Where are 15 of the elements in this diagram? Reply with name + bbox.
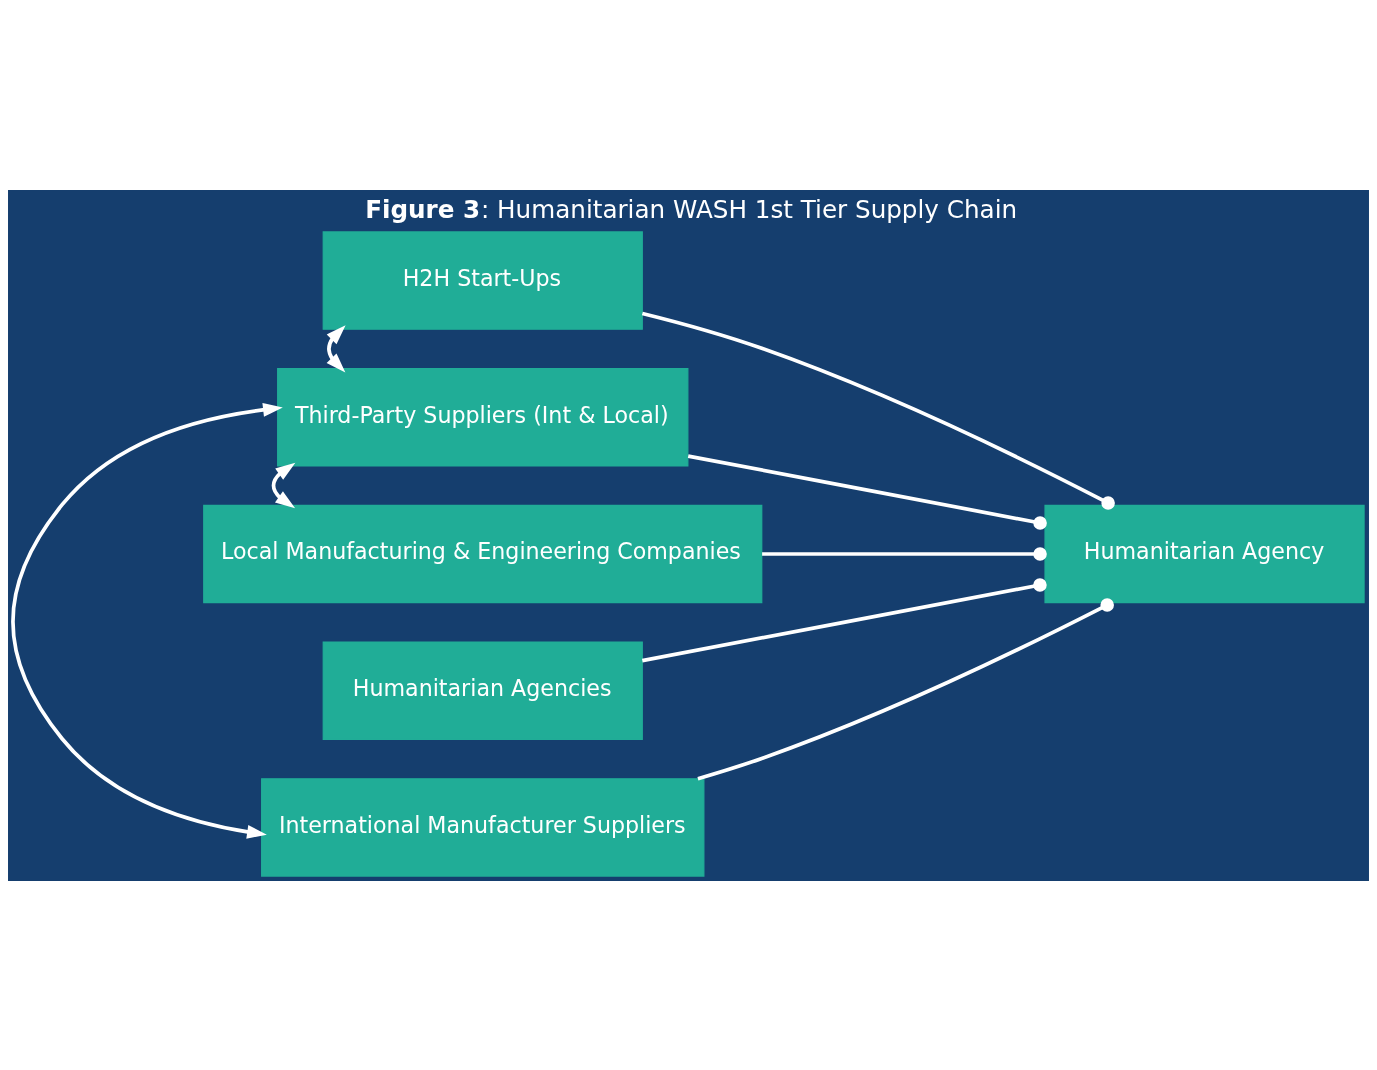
connector [641, 311, 1115, 510]
diagram-title: Figure 3: Humanitarian WASH 1st Tier Supply Chain [365, 194, 1018, 224]
connector [762, 546, 1047, 561]
arrow [11, 402, 283, 839]
node-box: Humanitarian Agencies [322, 640, 643, 740]
connector [641, 577, 1047, 662]
node-box: International Manufacturer Suppliers [261, 777, 705, 877]
node-box: Humanitarian Agency [1044, 504, 1365, 603]
node-box: Local Manufacturing & Engineering Companies [203, 504, 763, 603]
arrow [326, 324, 346, 372]
node-box: Third-Party Suppliers (Int & Local) [277, 367, 689, 467]
connector [697, 597, 1114, 780]
node-box: H2H Start-Ups [322, 230, 643, 330]
connector [687, 453, 1047, 530]
arrow [271, 462, 296, 508]
